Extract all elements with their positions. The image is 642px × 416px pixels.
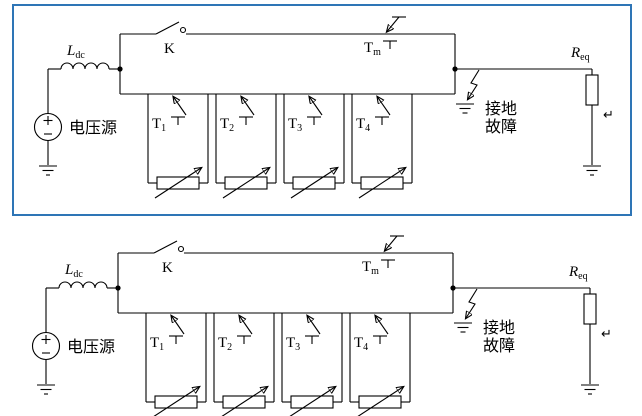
figure-bottom-circuit-slot: 电压源 Ldc K [13, 226, 631, 416]
igbt-t1-icon [169, 316, 185, 344]
varistor-branch-1 [147, 94, 209, 199]
lightning-fault-icon [466, 288, 478, 318]
igbt-t2-label: T2 [218, 335, 232, 353]
figure-bottom: 电压源 Ldc K [12, 225, 632, 416]
igbt-t4-label: T4 [356, 116, 370, 134]
resistor-req-label: Req [570, 45, 590, 63]
igbt-t3-icon [305, 316, 321, 344]
inductor-label: Ldc [66, 43, 85, 61]
lightning-fault-icon [468, 69, 480, 99]
wires [45, 252, 591, 384]
ground-symbol-right [581, 384, 599, 395]
junction-node-right [450, 285, 456, 291]
igbt-tm-icon [381, 235, 404, 268]
igbt-t2-icon [237, 316, 253, 344]
voltage-source-label: 电压源 [67, 337, 115, 356]
varistor-branch-4 [349, 313, 411, 416]
switch-label: K [164, 41, 175, 57]
voltage-source [31, 331, 61, 361]
fault-label-line2: 故障 [485, 117, 517, 136]
igbt-t4-icon [375, 97, 391, 125]
switch-k [153, 240, 185, 254]
resistor-req-label: Req [568, 264, 588, 282]
resistor-req-icon [583, 293, 597, 325]
resistor-req-icon [585, 74, 599, 106]
circuit-diagram: 电压源 Ldc K [31, 235, 612, 416]
igbt-t2-label: T2 [220, 116, 234, 134]
igbt-t4-label: T4 [354, 335, 368, 353]
junction-node-right [452, 66, 458, 72]
varistor-branch-3 [281, 313, 343, 416]
junction-node-left [115, 285, 121, 291]
igbt-t2-icon [239, 97, 255, 125]
fault-ground-icon [456, 103, 474, 114]
igbt-t1-label: T1 [152, 116, 166, 134]
inductor [60, 62, 110, 70]
ground-symbol-left [37, 384, 55, 395]
igbt-t1-icon [171, 97, 187, 125]
igbt-t3-icon [307, 97, 323, 125]
circuit-diagram: 电压源 Ldc K [33, 16, 614, 199]
igbt-tm-label: Tm [362, 259, 379, 277]
voltage-source [33, 112, 63, 142]
junction-node-left [117, 66, 123, 72]
return-mark: ↵ [601, 327, 612, 342]
igbt-t1-label: T1 [150, 335, 164, 353]
voltage-source-label: 电压源 [69, 118, 117, 137]
inductor-label: Ldc [64, 262, 83, 280]
ground-fault [456, 69, 480, 114]
igbt-tm-label: Tm [364, 40, 381, 58]
varistor-branch-2 [213, 313, 275, 416]
switch-k [155, 21, 187, 35]
varistor-branch-3 [283, 94, 345, 199]
igbt-t3-label: T3 [288, 116, 302, 134]
ground-fault [454, 288, 478, 333]
fault-label-line2: 故障 [483, 336, 515, 355]
igbt-t4-icon [373, 316, 389, 344]
igbt-t3-label: T3 [286, 335, 300, 353]
varistor-branch-1 [145, 313, 207, 416]
inductor [58, 281, 108, 289]
igbt-tm-icon [383, 16, 406, 49]
wires [47, 33, 593, 165]
fault-label-line1: 接地 [485, 99, 517, 118]
return-mark: ↵ [603, 108, 614, 123]
varistor-branch-2 [215, 94, 277, 199]
ground-symbol-left [39, 165, 57, 176]
varistor-branch-4 [351, 94, 413, 199]
figure-top-circuit-slot: 电压源 Ldc K [15, 7, 629, 213]
switch-label: K [162, 260, 173, 276]
figure-top-bordered: 电压源 Ldc K [12, 4, 632, 216]
fault-ground-icon [454, 322, 472, 333]
fault-label-line1: 接地 [483, 318, 515, 337]
ground-symbol-right [583, 165, 601, 176]
